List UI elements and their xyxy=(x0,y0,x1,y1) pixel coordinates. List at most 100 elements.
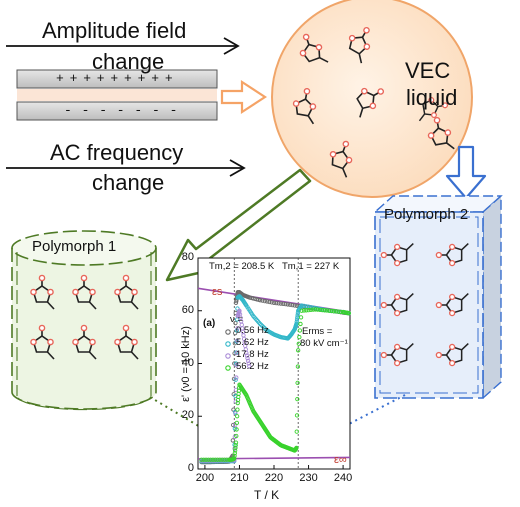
eps-inf-label: ε∞ xyxy=(334,454,347,466)
ac-frequency-label-line1: AC frequency xyxy=(50,140,184,165)
blue-arrow xyxy=(445,145,487,200)
polymorph1-molecules xyxy=(30,274,139,360)
data-point xyxy=(262,326,267,331)
data-point xyxy=(201,457,206,462)
data-point xyxy=(213,457,218,462)
data-point xyxy=(234,433,239,439)
vec-molecule-icon xyxy=(427,116,455,150)
data-point xyxy=(245,356,250,361)
polymorph2-cube xyxy=(373,194,503,400)
data-point xyxy=(281,301,286,307)
amplitude-arrowhead xyxy=(223,37,240,55)
x-tick-label: 210 xyxy=(230,472,249,484)
x-tick-label: 220 xyxy=(264,472,284,484)
data-point xyxy=(245,358,251,364)
data-point xyxy=(235,326,240,331)
data-point xyxy=(299,303,304,308)
data-point xyxy=(258,321,263,327)
data-point xyxy=(206,457,211,462)
vec-molecule-icon xyxy=(418,97,449,122)
data-point xyxy=(294,413,300,418)
data-point xyxy=(329,308,334,314)
data-point xyxy=(308,305,313,310)
data-point xyxy=(234,427,239,432)
data-point xyxy=(295,364,301,369)
polymorph2-molecules xyxy=(380,243,469,367)
data-point xyxy=(304,308,309,313)
x-tick-label: 200 xyxy=(195,472,215,484)
chart-header-text: Tm,2 = 208.5 K Tm,1 = 227 K xyxy=(209,261,340,272)
data-point xyxy=(317,307,323,313)
y-tick-label: 20 xyxy=(181,409,194,422)
vec-liquid-label-line1: VEC xyxy=(405,58,451,83)
series-56-2-Hz xyxy=(199,307,351,462)
vec-molecule-icon xyxy=(72,274,97,310)
panel-label: (a) xyxy=(203,318,216,329)
legend-entry: 17.8 Hz xyxy=(236,349,269,360)
data-point xyxy=(313,307,318,312)
chart-series-group xyxy=(199,290,351,465)
x-tick-label: 240 xyxy=(333,472,353,484)
data-point xyxy=(264,299,270,304)
data-point xyxy=(294,319,299,324)
data-point xyxy=(306,307,311,313)
data-point xyxy=(233,443,238,448)
capacitor-gap xyxy=(17,89,217,101)
eps-s-label: εs xyxy=(212,286,223,298)
polymorph1-title: Polymorph 1 xyxy=(32,238,117,255)
data-point xyxy=(331,309,337,314)
data-point xyxy=(203,457,209,462)
data-point xyxy=(322,308,327,313)
data-point xyxy=(294,317,300,322)
data-point xyxy=(233,377,238,382)
data-point xyxy=(217,457,223,462)
erms-label-line1: Erms = xyxy=(302,326,333,337)
vec-molecule-icon xyxy=(380,343,414,367)
amplitude-label-line1: Amplitude field xyxy=(42,18,187,43)
data-point xyxy=(276,301,281,306)
data-point xyxy=(327,308,332,313)
vec-molecule-icon xyxy=(329,140,353,178)
data-point xyxy=(267,299,272,305)
data-point xyxy=(269,300,274,305)
vec-molecule-icon xyxy=(356,87,385,118)
data-point xyxy=(296,341,301,346)
data-point xyxy=(301,303,307,309)
data-point xyxy=(234,328,240,333)
data-point xyxy=(235,407,240,412)
data-point xyxy=(234,375,239,380)
y-tick-label: 0 xyxy=(187,462,194,474)
data-point xyxy=(301,308,307,313)
data-point xyxy=(244,350,249,356)
vec-molecule-icon xyxy=(435,243,469,267)
capacitor-plate-top xyxy=(16,69,218,89)
data-point xyxy=(299,308,304,313)
data-point xyxy=(287,302,293,307)
data-point xyxy=(292,303,297,308)
data-point xyxy=(298,321,303,327)
ac-frequency-arrowhead xyxy=(229,159,246,177)
chart-frame xyxy=(197,257,351,470)
data-point xyxy=(294,321,299,327)
vec-molecule-icon xyxy=(380,293,414,317)
data-point xyxy=(208,457,213,462)
vec-molecule-icon xyxy=(114,274,139,310)
data-point xyxy=(324,308,330,313)
data-point xyxy=(247,363,252,369)
data-point xyxy=(297,328,303,333)
data-point xyxy=(320,307,325,313)
liquid-molecules xyxy=(292,26,455,178)
data-point xyxy=(294,303,300,308)
vec-molecule-icon xyxy=(30,324,55,360)
amplitude-label-line2: change xyxy=(92,49,165,74)
data-point xyxy=(295,396,300,402)
polymorph1-cylinder xyxy=(11,230,157,411)
vec-molecule-icon xyxy=(348,26,371,64)
data-point xyxy=(346,311,351,316)
y-tick-label: 40 xyxy=(181,356,194,369)
legend-entry: 0.56 Hz xyxy=(236,325,269,336)
data-point xyxy=(246,361,251,366)
data-point xyxy=(297,334,302,340)
data-point xyxy=(230,422,236,428)
